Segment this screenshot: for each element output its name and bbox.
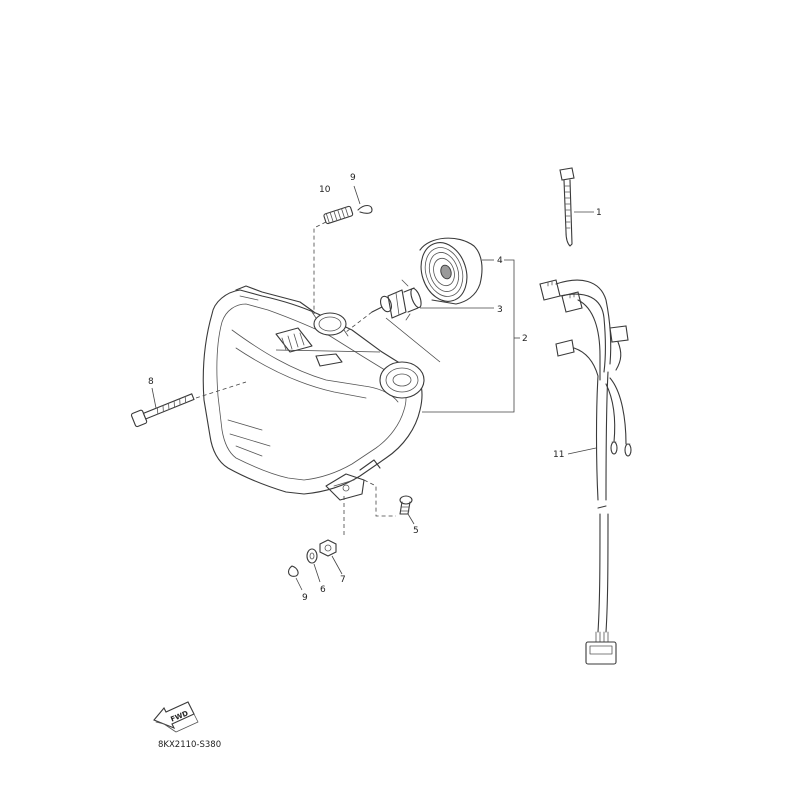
callout-4: 4 [497,256,503,266]
spring-clip-top [357,204,373,214]
diagram-reference-code: 8KX2110-S380 [158,740,221,750]
callout-7: 7 [340,575,346,585]
adjuster-spring [323,205,354,225]
mounting-bolt-long [130,393,195,428]
washer [306,548,318,564]
leader-lines [151,185,597,591]
spring-clip-bottom [287,565,299,577]
callout-10: 10 [319,185,331,195]
callout-labels: 1 2 3 4 5 6 7 8 9 9 10 11 [148,173,602,603]
callout-6: 6 [320,585,326,595]
callout-11: 11 [553,450,564,460]
bulb-cover-boot [419,237,483,305]
callout-3: 3 [497,305,503,315]
callout-5: 5 [413,526,419,536]
headlight-bulb [371,279,422,321]
callout-9-top: 9 [350,173,356,183]
hex-nut [319,539,337,557]
headlight-housing [202,285,425,501]
vent-fins [275,327,313,353]
cable-tie [559,167,575,247]
forward-direction-arrow: FWD [153,701,199,733]
callout-8: 8 [148,377,154,387]
wire-harness [539,279,632,665]
callout-1: 1 [596,208,602,218]
lower-mount-bracket [325,459,381,501]
callout-9-bottom: 9 [302,593,308,603]
callout-2: 2 [522,334,528,344]
mounting-bolt-short [399,495,413,515]
